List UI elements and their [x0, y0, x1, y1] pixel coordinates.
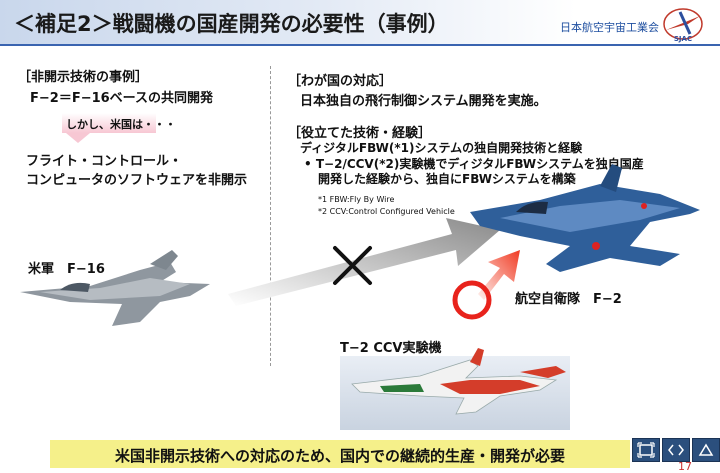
header-bar: ＜補足2＞戦闘機の国産開発の必要性（事例） 日本航空宇宙工業会 SJAC	[0, 0, 720, 44]
conclusion-text: 米国非開示技術への対応のため、国内での継続的生産・開発が必要	[114, 447, 565, 465]
f16-label: 米軍 F−16	[28, 262, 105, 277]
nav-prev-next-button[interactable]	[662, 438, 690, 462]
org-name: 日本航空宇宙工業会	[560, 21, 659, 34]
left-line3: コンピュータのソフトウェアを非開示	[26, 173, 248, 188]
right-heading1: ［わが国の対応］	[288, 74, 393, 89]
f2-label: 航空自衛隊 F−2	[515, 292, 622, 307]
footnote-1: *1 FBW:Fly By Wire	[318, 195, 395, 204]
nav-menu-button[interactable]	[692, 438, 720, 462]
red-arrow-icon	[478, 250, 520, 300]
gray-arrow-icon	[228, 218, 500, 306]
right-bullet-line1: • T−2/CCV(*2)実験機でディジタルFBWシステムを独自国産	[304, 157, 644, 171]
right-line1: 日本独自の飛行制御システム開発を実施。	[300, 94, 547, 109]
right-bullet-line2: 開発した経験から、独自にFBWシステムを構築	[318, 172, 576, 186]
however-box	[62, 113, 156, 133]
right-heading2: ［役立てた技術・経験］	[288, 126, 432, 141]
t2-ccv-image	[340, 348, 570, 430]
footnote-2: *2 CCV:Control Configured Vehicle	[318, 207, 455, 216]
header-divider	[0, 44, 720, 46]
page-title: ＜補足2＞戦闘機の国産開発の必要性（事例）	[14, 12, 449, 36]
nav-home-button[interactable]	[632, 438, 660, 462]
f16-image	[20, 250, 210, 326]
logo-text: SJAC	[674, 35, 692, 43]
prev-next-icon	[668, 444, 684, 456]
cross-icon	[333, 246, 372, 285]
however-text: しかし、米国は・・・	[66, 118, 176, 131]
left-heading: ［非開示技術の事例］	[18, 70, 149, 85]
right-line2: ディジタルFBW(*1)システムの独自開発技術と経験	[300, 141, 583, 155]
ccv-label: T−2 CCV実験機	[340, 341, 442, 356]
down-arrow-icon	[66, 133, 90, 143]
sjac-logo: SJAC	[663, 8, 703, 43]
menu-icon	[698, 443, 714, 456]
f2-image	[470, 164, 700, 272]
circle-icon	[452, 280, 492, 320]
expand-icon	[637, 442, 655, 458]
left-line2: フライト・コントロール・	[26, 154, 183, 169]
page-number: 17	[678, 460, 692, 473]
column-divider	[270, 66, 271, 366]
left-line1: F−2＝F−16ベースの共同開発	[30, 91, 214, 106]
conclusion-bar: 米国非開示技術への対応のため、国内での継続的生産・開発が必要	[50, 440, 630, 468]
